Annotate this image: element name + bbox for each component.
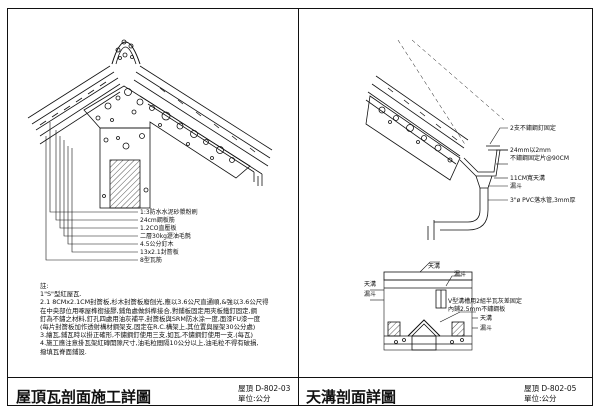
left-drawing-title: 屋頂瓦剖面施工詳圖: [16, 388, 152, 406]
gutter-label: 11CM寬天溝: [510, 174, 545, 182]
label-funnel-right: 漏斗: [480, 324, 492, 332]
note-line: 在中央部位用啄屋榫銜接膠,鋪角處做斜榫接合,對鋪板固定用夾板鐵釘固定,鋼: [40, 306, 257, 315]
label-funnel-top: 漏斗: [454, 270, 466, 278]
right-drawing-title: 天溝剖面詳圖: [306, 388, 397, 406]
layer-label: 4.5公分釘木: [140, 240, 174, 248]
left-drawing-unit: 單位:公分: [238, 394, 271, 403]
construction-notes: 註: 1"S"型紅屋瓦. 2.1 8CMx2.1CM封簷板,杉木封簷板廢刨光,應…: [40, 282, 300, 356]
label-stainless-lining: 內鋪2.5mm不鏽鋼板: [448, 305, 505, 313]
gutter-channel: [459, 145, 508, 177]
support-column: [99, 127, 151, 209]
layer-label: 1:3防水水泥砂漿粉刷: [140, 208, 198, 216]
right-title-block-line: [298, 377, 593, 378]
gutter-plan-labels: 天溝 漏斗 天溝 漏斗 V型溝槽用2組半瓦灰差固定 內鋪2.5mm不鏽鋼板 天溝…: [364, 262, 522, 332]
layer-label: 二層30kg瀝油毛氈: [140, 232, 191, 240]
gutter-labels: 2支不鏽鋼釘固定 24mm以2mm 不鏽鋼固定片@90CM 11CM寬天溝 漏斗…: [510, 124, 575, 204]
note-line: 撥填瓦脊面鋪設.: [40, 347, 87, 356]
left-drawing-number: 屋頂 D-802-03: [238, 384, 291, 393]
note-line: (每片封簷板加作透射構材鋼架支,固定在R.C.構架上,其位置與屋架30公分處): [40, 323, 256, 332]
left-slope-tiles: [27, 65, 121, 145]
right-slope-tiles: [133, 65, 273, 186]
roof-layer-labels: 1:3防水水泥砂漿粉刷 24cm鋼板筋 1.2CO直壓板 二層30kg瀝油毛氈 …: [140, 208, 198, 264]
note-line: 2.1 8CMx2.1CM封簷板,杉木封簷板廢刨光,應以3.6公尺直通順,&強以…: [40, 298, 269, 307]
notes-heading: 註:: [40, 282, 49, 290]
panel-divider: [298, 8, 299, 406]
label-v-groove-note: V型溝槽用2組半瓦灰差固定: [448, 297, 522, 305]
note-line: 3.繪瓦,鋪瓦時以掛正確形,不鏽鋼釘使用三支,如瓦,不鏽鋼釘使用一支.(每瓦): [40, 331, 253, 340]
gutter-plan-detail: [370, 261, 478, 351]
layer-label: 1.2CO直壓板: [140, 224, 176, 232]
layer-label: 13x2.1封簷板: [140, 248, 179, 256]
ridge-cap-tile: [111, 41, 141, 65]
gutter-label: 不鏽鋼固定片@90CM: [510, 154, 569, 162]
note-line: 釘為不鏽之材料,釘孔四處用油灰補平,封簷板與SRM防水涂一度,面漆FU漆一度: [40, 314, 261, 323]
layer-label: 24cm鋼板筋: [140, 216, 175, 224]
note-line: 1"S"型紅屋瓦.: [40, 290, 82, 299]
label-gutter-right: 天溝: [480, 314, 492, 322]
label-gutter-top: 天溝: [428, 262, 440, 270]
gutter-label: 漏斗: [510, 182, 522, 190]
funnel-and-downpipe: [427, 175, 493, 240]
layer-label: 8型瓦筋: [140, 256, 162, 264]
roof-tile-section-drawing: [27, 39, 273, 261]
gutter-label: 3"ø PVC落水管,3mm厚: [510, 196, 575, 204]
gutter-label: 2支不鏽鋼釘固定: [510, 124, 556, 132]
label-funnel-left: 漏斗: [364, 290, 376, 298]
right-drawing-number: 屋頂 D-802-05: [524, 384, 577, 393]
left-title-block-line: [7, 377, 298, 378]
gutter-label: 24mm以2mm: [510, 147, 551, 154]
label-gutter-left: 天溝: [364, 280, 376, 288]
right-drawing-unit: 單位:公分: [524, 394, 557, 403]
gutter-leader-lines: [488, 127, 508, 201]
drawing-sheet-border: [7, 8, 593, 406]
layer-leader-lines: [45, 122, 138, 261]
note-line: 4.施工應注意掛瓦架紅磚開隙尺寸,油毛粒間隔10公分以上,油毛粒不得有破損,: [40, 339, 259, 348]
concrete-slab: [83, 85, 251, 179]
gutter-section-drawing: [365, 39, 508, 240]
gutter-roof-slope: [365, 75, 469, 181]
